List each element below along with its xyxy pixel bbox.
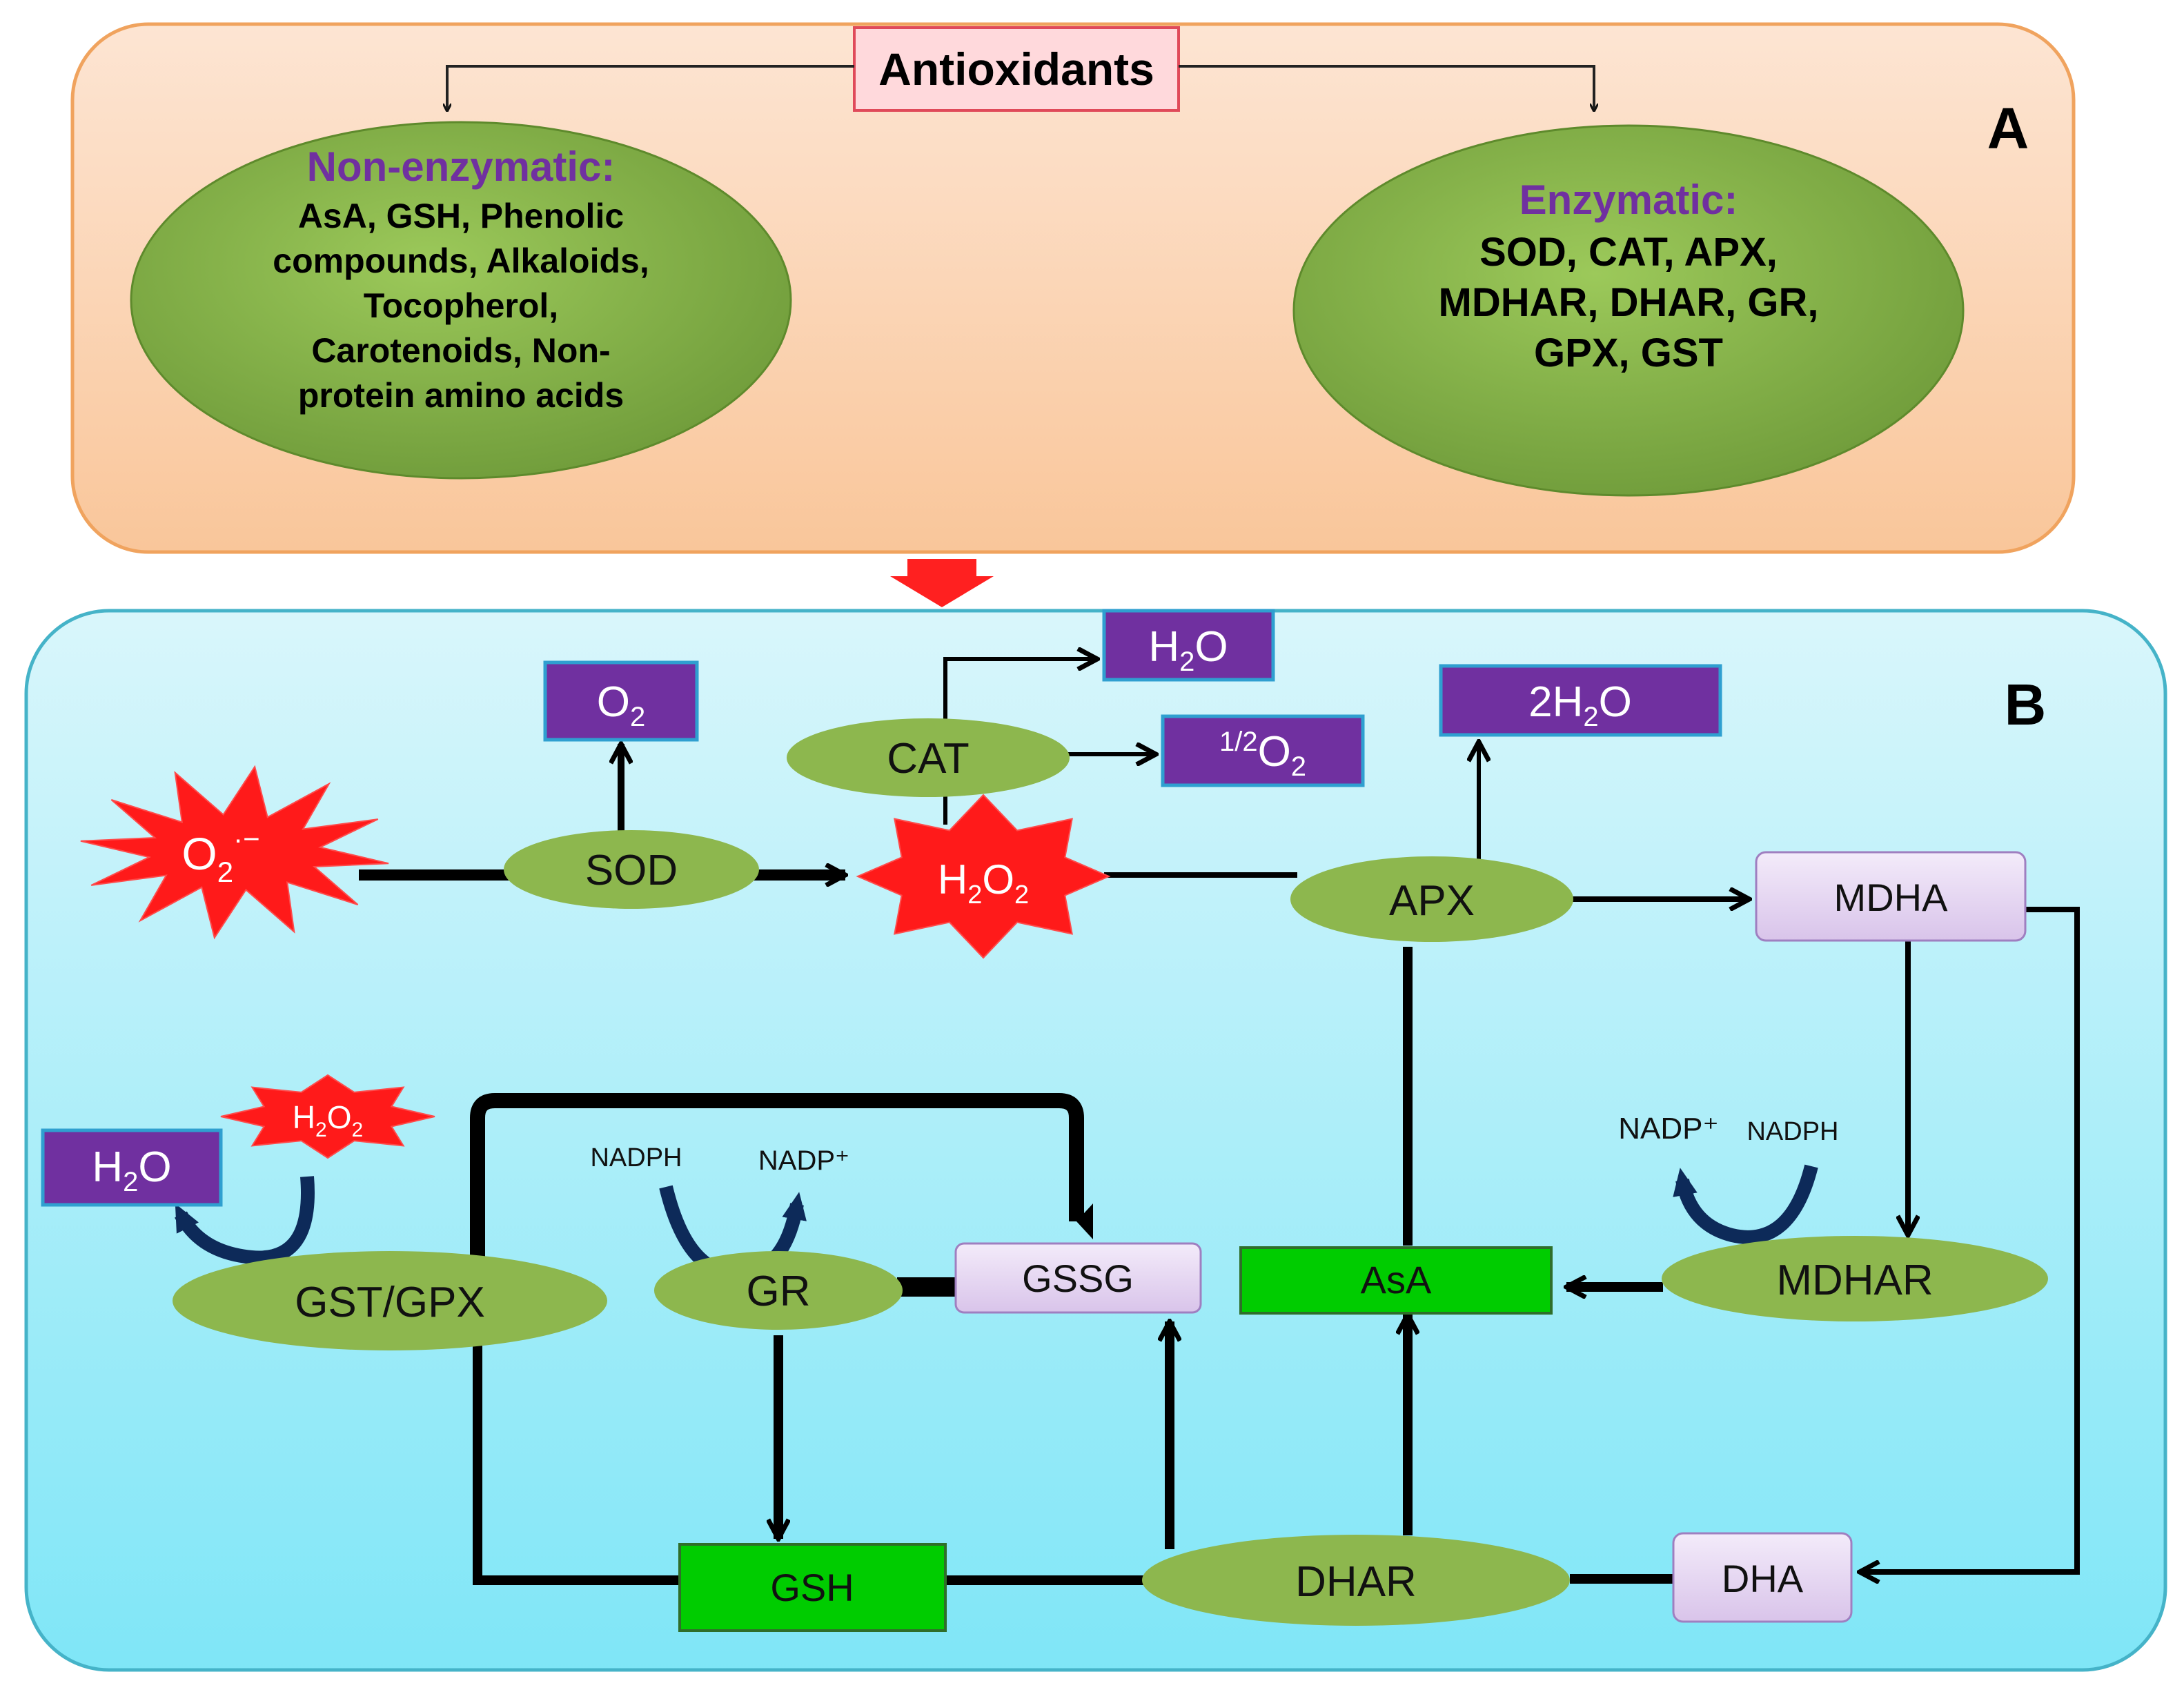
gsh-to-gst-gpx-line (473, 1339, 680, 1585)
two-h2o-b: O (1599, 678, 1632, 726)
enzymatic-heading: Enzymatic: (1519, 177, 1738, 223)
enzymatic-line: MDHAR, DHAR, GR, (1439, 280, 1819, 325)
half-o2-base: O (1258, 728, 1291, 776)
small-h2o2-a: H (293, 1099, 315, 1135)
gst-gpx-cofactor-curve-arrow (175, 1176, 315, 1265)
dha-box (1672, 1532, 1853, 1623)
hydrogen-peroxide-label: H2O2 (938, 856, 1029, 910)
small-hydrogen-peroxide-star (220, 1074, 435, 1159)
connector-to-enzymatic (1179, 65, 1594, 110)
panel-b: B (24, 609, 2167, 1672)
small-hydrogen-peroxide-label: H2O2 (293, 1099, 363, 1141)
dha-label: DHA (1722, 1557, 1804, 1600)
small-h2o2-sub1: 2 (315, 1119, 327, 1141)
h2o-left-box (41, 1128, 223, 1207)
two-h2o-sub: 2 (1583, 702, 1598, 732)
h2o-left-a: H (92, 1143, 123, 1191)
o2-product-label: O2 (597, 678, 645, 732)
apx-label: APX (1389, 877, 1475, 925)
non-enzymatic-line: Carotenoids, Non- (311, 331, 610, 370)
dhar-ellipse (1142, 1535, 1570, 1626)
gssg-label: GSSG (1022, 1257, 1134, 1300)
o2-product-sub: 2 (630, 702, 645, 732)
sod-label: SOD (585, 847, 678, 894)
gst-gpx-ellipse (173, 1251, 607, 1350)
half-o2-sub: 2 (1291, 751, 1306, 782)
dhar-label: DHAR (1295, 1558, 1417, 1606)
mdha-to-dha-line (1860, 907, 2080, 1572)
two-h2o-box (1439, 664, 1722, 737)
hydrogen-peroxide-star (856, 794, 1111, 959)
gr-nadph-label: NADPH (590, 1143, 682, 1172)
small-h2o2-sub2: 2 (352, 1119, 364, 1141)
h2o2-a: H (938, 856, 967, 903)
panel-b-label: B (2005, 672, 2047, 737)
antioxidants-box (853, 26, 1180, 112)
non-enzymatic-line: AsA, GSH, Phenolic (298, 197, 624, 235)
h2o-left-b: O (138, 1143, 171, 1191)
mdhar-cofactor-curve-arrow (1673, 1164, 1818, 1244)
h2o2-sub2: 2 (1014, 881, 1029, 910)
gsh-box (678, 1543, 947, 1632)
non-enzymatic-heading: Non-enzymatic: (307, 144, 616, 190)
small-h2o2-b: O (327, 1099, 352, 1135)
two-h2o-a: 2H (1528, 678, 1583, 726)
h2o-left-sub: 2 (123, 1167, 138, 1197)
connector-to-non-enzymatic (447, 65, 854, 110)
gssg-box (954, 1242, 1202, 1314)
non-enzymatic-line: Tocopherol, (364, 286, 558, 325)
h2o-top-b: O (1194, 623, 1228, 671)
o2-product-box (543, 660, 699, 742)
o2-product-base: O (597, 678, 630, 726)
non-enzymatic-line: protein amino acids (298, 376, 624, 415)
half-o2-label: 1/2O2 (1219, 727, 1306, 782)
h2o2-b: O (982, 856, 1014, 903)
gst-gpx-label: GST/GPX (295, 1279, 485, 1326)
gr-ellipse (654, 1251, 903, 1330)
superoxide-label: O2·− (181, 823, 259, 888)
h2o-top-box (1102, 609, 1275, 682)
mdha-label: MDHA (1834, 876, 1949, 919)
mdha-box (1755, 851, 2027, 942)
superoxide-base: O (181, 828, 217, 879)
mdhar-nadph-label: NADPH (1747, 1117, 1838, 1146)
h2o-left-label: H2O (92, 1143, 171, 1197)
h2o-top-label: H2O (1148, 623, 1228, 677)
enzymatic-ellipse (1292, 124, 1965, 497)
mdhar-ellipse (1662, 1236, 2048, 1321)
mdhar-label: MDHAR (1776, 1257, 1933, 1304)
mdhar-nadp-plus-label: NADP⁺ (1618, 1112, 1718, 1146)
non-enzymatic-ellipse (130, 121, 792, 480)
asa-box (1239, 1246, 1553, 1315)
half-o2-box (1161, 714, 1365, 787)
sod-ellipse (504, 830, 759, 909)
panel-a-label: A (1987, 96, 2029, 161)
enzymatic-line: GPX, GST (1534, 331, 1723, 375)
panel-a: Antioxidants A Non-enzymatic: AsA, GSH, … (70, 22, 2076, 554)
enzymatic-line: SOD, CAT, APX, (1479, 230, 1778, 275)
half-o2-sup: 1/2 (1219, 727, 1258, 757)
h2o-top-a: H (1148, 623, 1179, 671)
antioxidants-title: Antioxidants (878, 43, 1154, 95)
superoxide-star (80, 765, 389, 940)
superoxide-sup: ·− (233, 823, 260, 855)
panel-transition-arrow (890, 559, 994, 607)
cat-label: CAT (887, 735, 969, 783)
gsh-label: GSH (770, 1566, 854, 1609)
non-enzymatic-line: compounds, Alkaloids, (273, 242, 649, 280)
h2o2-sub1: 2 (967, 881, 982, 910)
cat-ellipse (787, 718, 1070, 797)
superoxide-sub: 2 (217, 856, 233, 888)
pathway-lines (359, 659, 2080, 1585)
asa-label: AsA (1361, 1258, 1432, 1301)
two-h2o-label: 2H2O (1528, 678, 1632, 732)
apx-ellipse (1290, 856, 1573, 942)
gr-label: GR (747, 1268, 811, 1315)
gst-gpx-to-gssg-line (470, 1093, 1093, 1257)
h2o-top-sub: 2 (1179, 647, 1194, 677)
gr-nadp-plus-label: NADP⁺ (758, 1146, 849, 1176)
